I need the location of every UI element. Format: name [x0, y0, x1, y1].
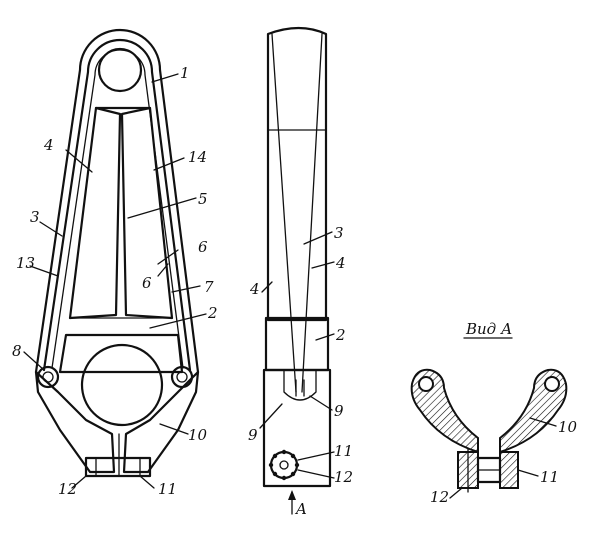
- roller-8-left: [36, 365, 60, 389]
- side-label-11: 11: [334, 442, 353, 460]
- label-7: 7: [204, 278, 214, 296]
- label-8: 8: [12, 342, 22, 360]
- jaw-left: [34, 370, 116, 474]
- side-label-2: 2: [335, 326, 346, 344]
- view-a-label-10: 10: [558, 418, 578, 436]
- screw-11-12: [84, 456, 152, 478]
- side-view: 3 4 4 2 9 9 11 12 A: [248, 26, 353, 518]
- label-5: 5: [198, 190, 208, 208]
- side-belt: [266, 26, 328, 322]
- label-13: 13: [16, 254, 35, 272]
- side-label-4-left: 4: [249, 280, 260, 298]
- front-view: 1 4 14 5 3 6 13 6 7 2 8 10 12 11: [12, 28, 218, 498]
- view-a: Вид А 10 11 12: [410, 320, 578, 506]
- view-a-title: Вид А: [465, 320, 512, 338]
- side-label-12: 12: [334, 468, 353, 486]
- top-pulley-1: [97, 47, 143, 93]
- view-a-leaders: [449, 417, 557, 499]
- label-12: 12: [58, 480, 77, 498]
- belt-outer-3: [34, 28, 200, 374]
- side-label-A: A: [294, 500, 307, 518]
- side-screw-core: [279, 460, 289, 470]
- label-3: 3: [30, 208, 40, 226]
- wedge-14: [120, 106, 174, 320]
- label-2: 2: [207, 304, 218, 322]
- label-6-right: 6: [198, 238, 208, 256]
- front-leaders: [23, 73, 207, 489]
- label-6-left: 6: [142, 274, 152, 292]
- label-1: 1: [180, 64, 190, 82]
- side-line-a: [271, 33, 297, 393]
- side-label-9-right: 9: [334, 402, 344, 420]
- side-label-3: 3: [334, 224, 344, 242]
- side-body-2: [264, 316, 330, 372]
- side-jaw: [262, 368, 332, 488]
- label-14: 14: [188, 148, 207, 166]
- wedge-4: [68, 106, 122, 320]
- body-2: [58, 333, 184, 374]
- view-a-label-11: 11: [540, 468, 559, 486]
- view-a-hole-right: [544, 376, 560, 392]
- side-label-9-left: 9: [248, 426, 258, 444]
- side-screw-teeth: [268, 449, 300, 481]
- bottom-pulley: [80, 343, 164, 427]
- side-leaders: [259, 231, 335, 479]
- side-line-b: [301, 33, 323, 393]
- roller-right-hub: [176, 371, 188, 383]
- label-11: 11: [158, 480, 177, 498]
- view-arrowhead: [288, 490, 296, 500]
- label-10: 10: [188, 426, 208, 444]
- jaw-right-10: [122, 370, 200, 474]
- view-a-label-12: 12: [430, 488, 449, 506]
- belt-inner-13: [42, 38, 192, 372]
- side-slot-9: [283, 369, 317, 401]
- label-4: 4: [43, 136, 54, 154]
- side-label-4-right: 4: [335, 254, 346, 272]
- view-a-hole-left: [418, 376, 434, 392]
- view-a-nut-11: [499, 451, 519, 489]
